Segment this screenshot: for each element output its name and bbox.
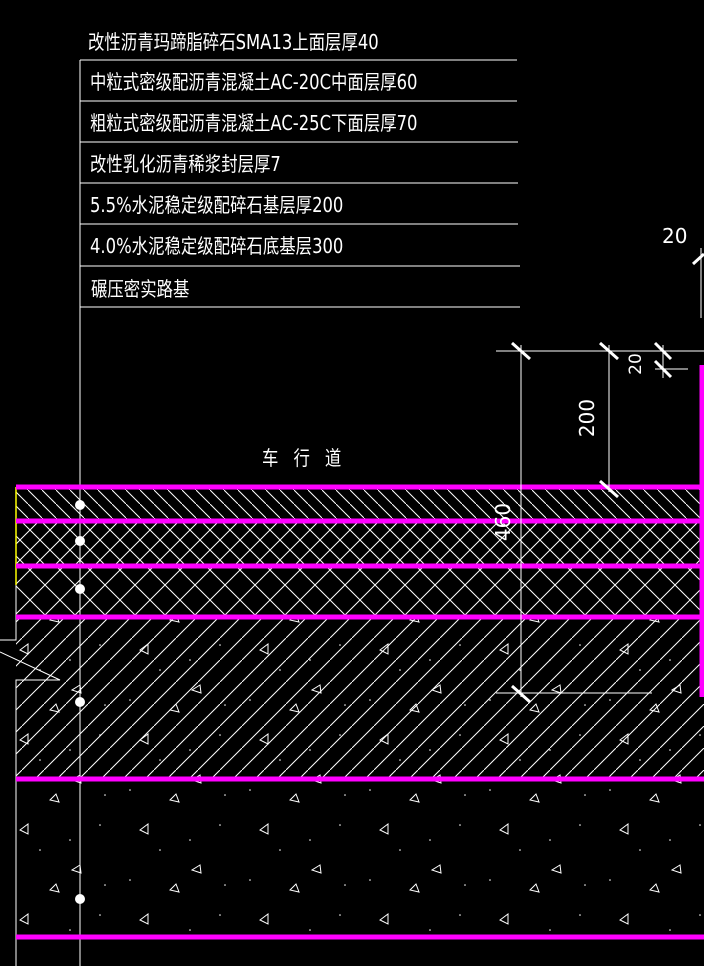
dimension-20-top: 20 <box>662 224 688 248</box>
legend-label-subgrade: 碾压密实路基 <box>91 277 190 301</box>
legend-label-ac25c: 粗粒式密级配沥青混凝土AC-25C下面层厚70 <box>90 111 418 135</box>
layer-ac20c <box>16 521 700 566</box>
layer-ac25c <box>16 566 700 617</box>
legend-label-subbase: 4.0%水泥稳定级配碎石底基层300 <box>90 234 344 258</box>
legend-label-sma13: 改性沥青玛蹄脂碎石SMA13上面层厚40 <box>88 30 379 54</box>
layer-base-aggregate <box>16 617 704 779</box>
legend-label-ac20c: 中粒式密级配沥青混凝土AC-20C中面层厚60 <box>90 70 418 94</box>
dimension-460: 460 <box>491 502 516 542</box>
layer-sma13 <box>16 487 700 521</box>
dimension-200: 200 <box>575 398 600 438</box>
layer-boundaries <box>16 365 704 940</box>
layer-subbase <box>16 779 704 937</box>
dimension-20-vertical: 20 <box>625 353 646 375</box>
leader-dots <box>75 500 85 904</box>
section-title: 车 行 道 <box>262 446 347 470</box>
legend-label-seal: 改性乳化沥青稀浆封层厚7 <box>90 152 281 176</box>
dimension-ticks <box>511 252 704 704</box>
legend-label-base: 5.5%水泥稳定级配碎石基层厚200 <box>90 193 344 217</box>
